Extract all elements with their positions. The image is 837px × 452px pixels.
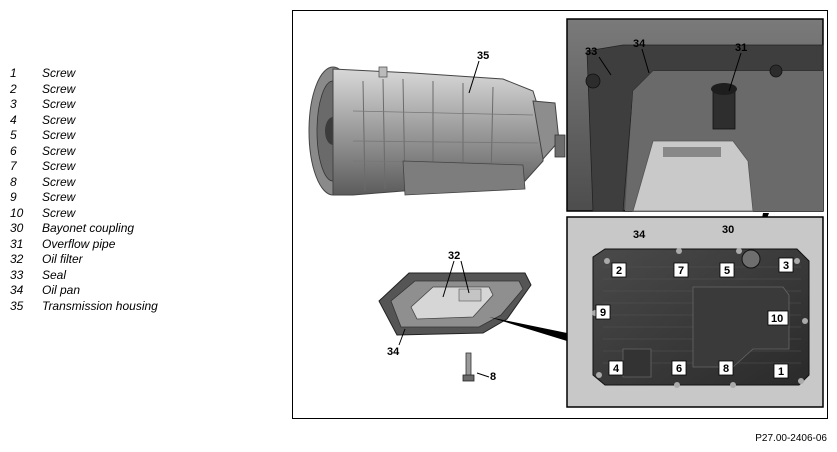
- legend-label: Seal: [42, 267, 67, 282]
- transmission-illustration: 35 32 34 8 33 34 31 34 30 2 7 5 3 9 10 4…: [308, 18, 824, 408]
- screw-callouts: 2 7 5 3 9 10 4 6 8 1: [595, 257, 794, 379]
- legend-label: Screw: [42, 128, 76, 142]
- callout-34-top: 34: [633, 38, 646, 50]
- legend-label: Screw: [42, 112, 76, 127]
- bolt-illustration: [462, 352, 490, 382]
- callout-33: 33: [585, 46, 597, 58]
- legend-number: 6: [10, 143, 17, 158]
- pointer-wedge: [489, 317, 567, 341]
- callout-1: 1: [778, 366, 784, 378]
- legend-label: Screw: [42, 159, 76, 173]
- legend-label: Screw: [42, 143, 76, 158]
- callout-3: 3: [783, 260, 789, 272]
- callout-32: 32: [448, 250, 460, 262]
- legend-number: 9: [10, 190, 17, 204]
- callout-8: 8: [723, 363, 729, 375]
- callout-8-bolt: 8: [490, 371, 496, 383]
- callout-7: 7: [678, 265, 684, 277]
- legend-number: 34: [10, 283, 24, 297]
- callout-30: 30: [722, 224, 734, 236]
- oil-pan-assembly: [378, 260, 532, 346]
- legend-label: Screw: [42, 66, 76, 80]
- legend-number: 10: [10, 205, 24, 220]
- legend-number: 35: [10, 298, 24, 313]
- callout-31: 31: [735, 42, 747, 54]
- callout-5: 5: [724, 265, 730, 277]
- callout-10: 10: [771, 313, 783, 325]
- callout-4: 4: [613, 363, 620, 375]
- legend-number: 5: [10, 128, 17, 142]
- legend-number: 8: [10, 174, 17, 189]
- legend-number: 3: [10, 97, 17, 111]
- inset-upper: [566, 18, 824, 212]
- legend-label: Oil filter: [42, 252, 83, 266]
- callout-35: 35: [477, 50, 489, 62]
- legend-label: Overflow pipe: [42, 236, 116, 251]
- callout-9: 9: [600, 307, 606, 319]
- legend-number: 32: [10, 252, 24, 266]
- callout-34-detail: 34: [633, 229, 646, 241]
- legend-number: 1: [10, 66, 17, 80]
- legend-label: Transmission housing: [42, 298, 158, 313]
- illustration-frame: 35 32 34 8 33 34 31 34 30 2 7 5 3 9 10 4…: [292, 10, 828, 419]
- callout-6: 6: [676, 363, 682, 375]
- callout-2: 2: [616, 265, 622, 277]
- legend-number: 4: [10, 112, 17, 127]
- figure-reference: P27.00-2406-06: [755, 433, 827, 444]
- callout-34-pan: 34: [387, 346, 400, 358]
- legend-number: 2: [10, 81, 17, 96]
- legend-label: Screw: [42, 174, 76, 189]
- legend-number: 30: [10, 221, 24, 235]
- legend-label: Screw: [42, 190, 76, 204]
- legend-label: Screw: [42, 81, 76, 96]
- legend-label: Bayonet coupling: [42, 221, 135, 235]
- legend-number: 7: [10, 159, 17, 173]
- legend-label: Screw: [42, 205, 76, 220]
- legend-label: Oil pan: [42, 283, 81, 297]
- legend-label: Screw: [42, 97, 76, 111]
- legend-number: 31: [10, 236, 24, 251]
- transmission-housing: [308, 60, 566, 196]
- legend-number: 33: [10, 267, 24, 282]
